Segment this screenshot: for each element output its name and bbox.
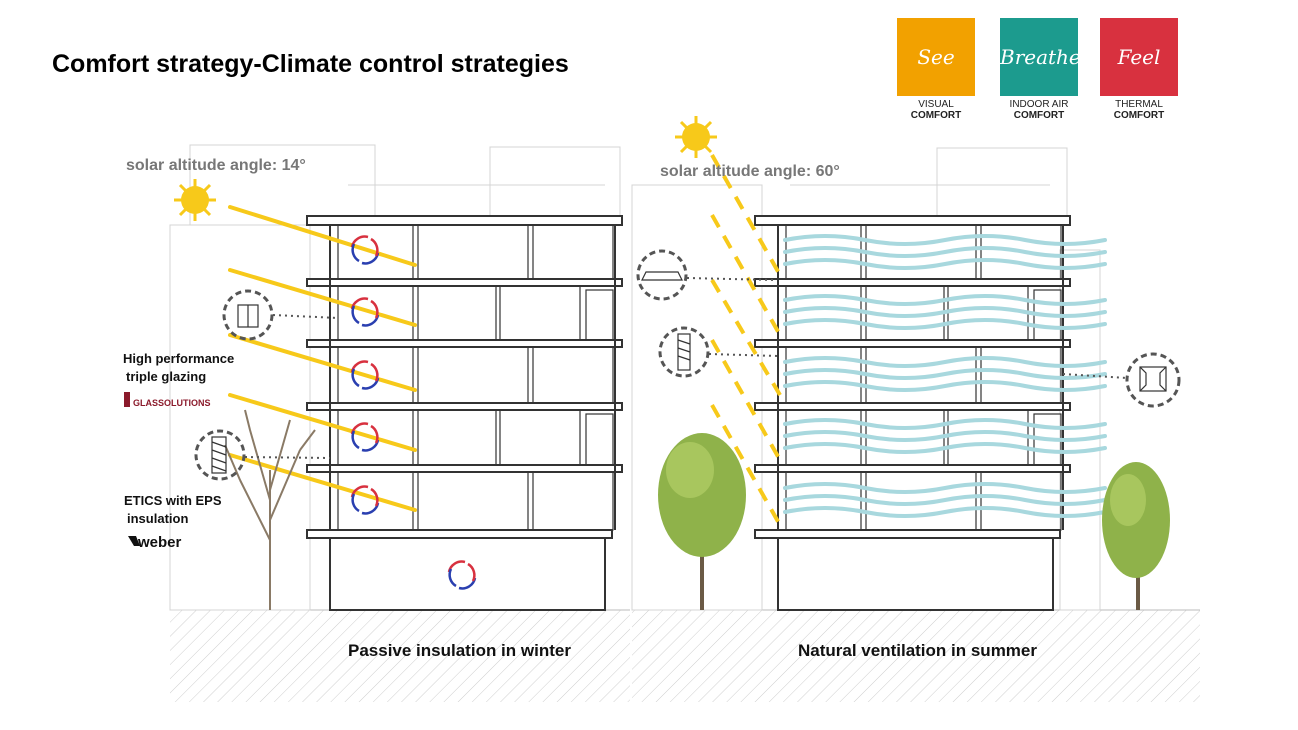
see-badge-caption: VISUAL COMFORT [886,99,986,121]
feel-caption-line1: THERMAL [1115,99,1163,110]
feel-caption-line2: COMFORT [1113,110,1165,121]
callouts [194,249,1181,481]
weber-logo-mark [128,536,140,546]
breathe-badge: Breathe [1000,18,1081,96]
weber-brand: weber [137,534,182,551]
see-badge: See [897,18,975,96]
breathe-caption-line2: COMFORT [1013,110,1065,121]
insulation-label-line1: ETICS with EPS [124,493,222,508]
winter-sun-icon [174,179,216,221]
callout-details [211,271,1167,474]
winter-sun-rays [228,205,417,512]
airflow-waves [783,234,1107,518]
background-buildings [169,144,1101,611]
feel-badge-caption: THERMAL COMFORT [1089,99,1189,121]
summer-solar-angle: solar altitude angle: 60° [660,163,840,180]
breathe-badge-caption: INDOOR AIR COMFORT [989,99,1089,121]
winter-bare-tree [224,409,316,610]
winter-building [306,215,623,611]
summer-tree-left [658,433,746,610]
glazing-label-line1: High performance [123,351,234,366]
see-caption-line1: VISUAL [918,99,954,110]
glazing-label-line2: triple glazing [126,369,206,384]
summer-tree-right [1102,462,1170,610]
heat-circulation-icons [350,235,477,590]
see-caption-line2: COMFORT [910,110,962,121]
winter-solar-angle: solar altitude angle: 14° [126,157,306,174]
callout-leaders [244,277,1127,459]
ground-winter [170,610,630,702]
summer-sun-icon [675,116,717,158]
glassolutions-logo-mark [124,392,130,407]
glassolutions-brand: GLASSOLUTIONS [133,398,211,408]
feel-badge: Feel [1100,18,1178,96]
winter-caption: Passive insulation in winter [348,641,571,660]
ground-summer [632,610,1200,702]
insulation-label-line2: insulation [127,511,188,526]
summer-caption: Natural ventilation in summer [798,641,1037,660]
summer-building [754,215,1071,611]
breathe-caption-line1: INDOOR AIR [1009,99,1069,110]
page-title: Comfort strategy-Climate control strateg… [52,50,569,78]
